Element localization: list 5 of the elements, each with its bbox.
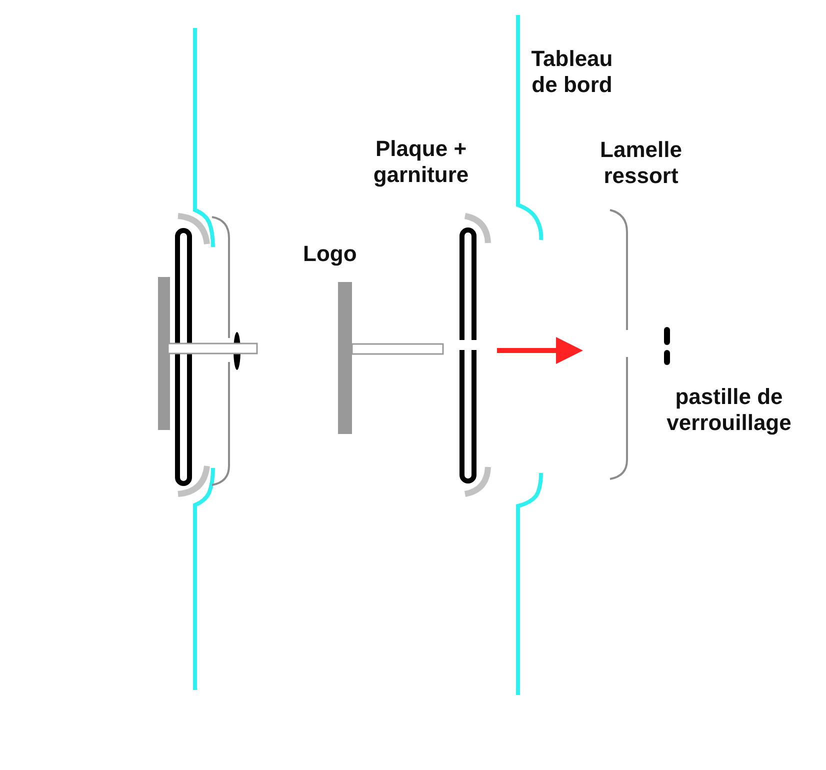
part-label: Logo — [303, 241, 358, 267]
part-label: pastille de verrouillage — [666, 384, 792, 436]
part-label: Plaque + garniture — [372, 136, 470, 188]
part-label: Lamelle ressort — [599, 137, 683, 189]
part-label: Tableau de bord — [530, 46, 614, 98]
